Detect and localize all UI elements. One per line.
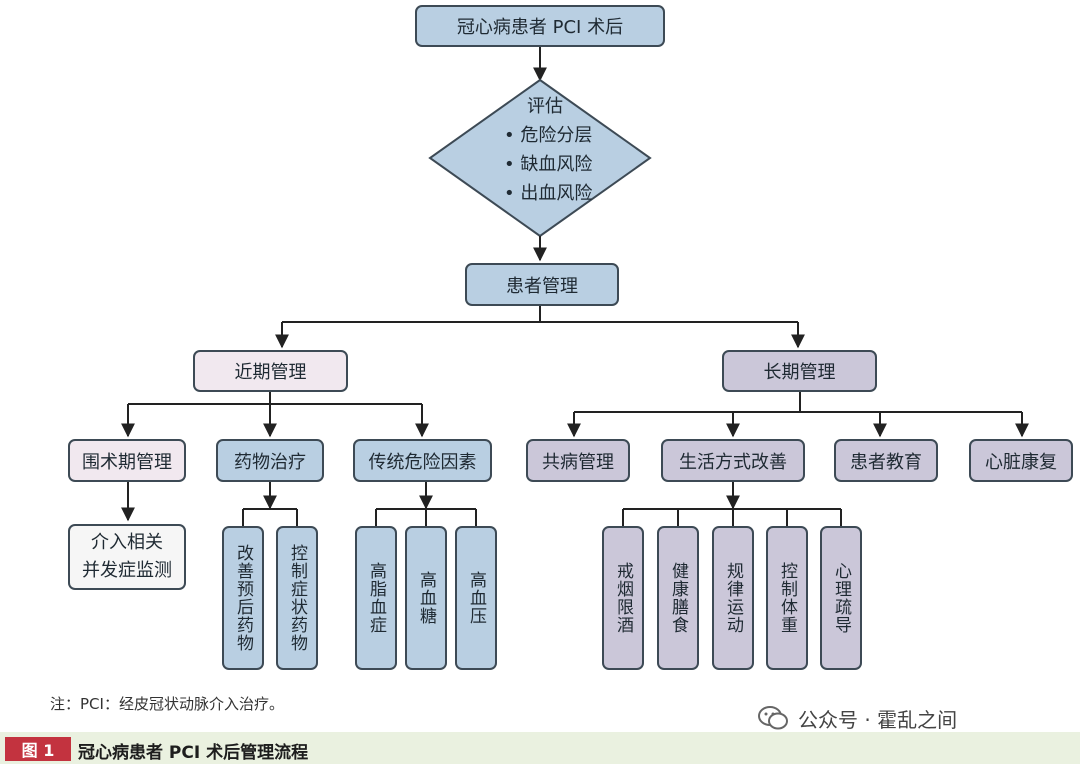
assessment-title: 评估	[527, 96, 563, 117]
caption-bar	[0, 732, 1080, 764]
node-lifestyle: 生活方式改善	[661, 439, 805, 482]
node-improve-prognosis-drugs: 改善预后药物	[222, 526, 264, 670]
node-traditional-risk: 传统危险因素	[353, 439, 492, 482]
node-pci-post: 冠心病患者 PCI 术后	[415, 5, 665, 47]
node-patient-education: 患者教育	[834, 439, 938, 482]
watermark-text: 公众号 · 霍乱之间	[798, 707, 958, 732]
node-perioperative: 围术期管理	[68, 439, 186, 482]
watermark: 公众号 · 霍乱之间	[758, 700, 957, 736]
node-quit-smoking-alcohol: 戒烟限酒	[602, 526, 644, 670]
interventional-line-1: 介入相关	[91, 532, 163, 553]
interventional-line-2: 并发症监测	[82, 560, 172, 581]
node-short-term: 近期管理	[193, 350, 348, 392]
figure-tag: 图 1	[5, 737, 71, 761]
node-weight-control: 控制体重	[766, 526, 808, 670]
assessment-item-ischemic-risk: • 缺血风险	[504, 154, 593, 175]
node-drug-therapy: 药物治疗	[216, 439, 324, 482]
node-cardiac-rehab: 心脏康复	[969, 439, 1073, 482]
wechat-icon	[758, 706, 788, 730]
node-hyperglycemia: 高血糖	[405, 526, 447, 670]
node-healthy-diet: 健康膳食	[657, 526, 699, 670]
node-symptom-control-drugs: 控制症状药物	[276, 526, 318, 670]
footnote: 注：PCI：经皮冠状动脉介入治疗。	[50, 695, 284, 713]
assessment-item-bleeding-risk: • 出血风险	[504, 183, 593, 204]
node-hypertension: 高血压	[455, 526, 497, 670]
node-hyperlipidemia: 高脂血症	[355, 526, 397, 670]
node-regular-exercise: 规律运动	[712, 526, 754, 670]
node-interventional-complications: 介入相关 并发症监测	[68, 524, 186, 590]
assessment-item-risk-stratification: • 危险分层	[504, 125, 593, 146]
node-patient-management: 患者管理	[465, 263, 619, 306]
node-psychological-guidance: 心理疏导	[820, 526, 862, 670]
assessment-text: 评估 • 危险分层 • 缺血风险 • 出血风险	[470, 92, 620, 208]
figure-caption: 冠心病患者 PCI 术后管理流程	[78, 743, 309, 763]
node-long-term: 长期管理	[722, 350, 877, 392]
node-comorbidity: 共病管理	[526, 439, 630, 482]
